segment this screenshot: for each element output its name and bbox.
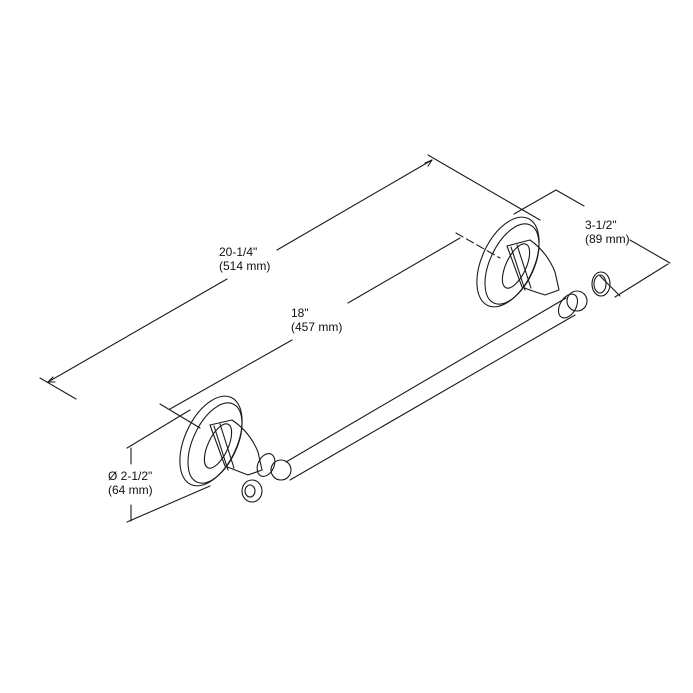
- bar-length-metric: (457 mm): [291, 320, 343, 334]
- projection-imperial: 3-1/2": [585, 218, 617, 232]
- projection-label: 3-1/2" (89 mm): [585, 218, 630, 246]
- overall-length-metric: (514 mm): [219, 259, 271, 273]
- bar-length-imperial: 18": [291, 306, 309, 320]
- overall-length-imperial: 20-1/4": [219, 245, 258, 259]
- towel-bar: [285, 290, 588, 481]
- flange-diameter-imperial: Ø 2-1/2": [108, 469, 153, 483]
- right-post: [476, 216, 611, 308]
- left-post: [179, 395, 292, 503]
- overall-length-label: 20-1/4" (514 mm): [219, 245, 270, 273]
- overall-length-dimension: [39, 154, 541, 400]
- flange-diameter-dimension: [126, 409, 211, 523]
- flange-diameter-metric: (64 mm): [108, 483, 153, 497]
- flange-diameter-label: Ø 2-1/2" (64 mm): [108, 469, 153, 497]
- bar-length-label: 18" (457 mm): [291, 306, 342, 334]
- projection-metric: (89 mm): [585, 232, 630, 246]
